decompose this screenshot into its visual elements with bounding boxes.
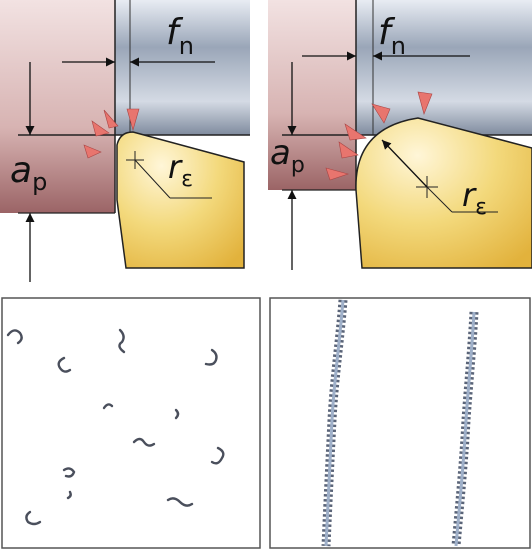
workpiece-block bbox=[0, 0, 115, 213]
depth-label: ap bbox=[10, 150, 47, 196]
chip bbox=[174, 408, 180, 420]
radius-pointer bbox=[381, 139, 428, 188]
chip bbox=[6, 329, 23, 345]
photo-helical-chips bbox=[269, 297, 531, 549]
chip bbox=[62, 467, 76, 478]
pressure-arrow bbox=[417, 91, 433, 115]
radius-label: rε bbox=[168, 148, 193, 192]
pressure-arrow bbox=[103, 109, 119, 129]
photo-frame bbox=[269, 297, 531, 549]
radius-leader bbox=[426, 186, 453, 213]
workpiece-block bbox=[268, 0, 356, 190]
pressure-arrow bbox=[83, 144, 102, 159]
pressure-arrow bbox=[325, 167, 350, 181]
chip bbox=[204, 348, 218, 366]
pressure-arrow bbox=[344, 123, 367, 141]
photo-frame bbox=[1, 297, 261, 549]
pressure-arrow bbox=[371, 103, 391, 124]
depth-label: ap bbox=[270, 133, 305, 178]
photo-broken-chips bbox=[1, 297, 261, 549]
helical-chip-right-core bbox=[454, 311, 476, 547]
panel-small-nose-radius: fn ap rε bbox=[0, 0, 250, 282]
chip bbox=[132, 437, 156, 447]
pressure-arrow bbox=[338, 141, 359, 159]
radius-leader bbox=[134, 159, 171, 199]
cutting-insert bbox=[116, 131, 245, 269]
chip bbox=[210, 446, 225, 465]
pressure-arrow bbox=[126, 108, 140, 132]
chip bbox=[166, 497, 194, 507]
chip bbox=[57, 356, 72, 373]
chip bbox=[25, 510, 42, 526]
chip bbox=[118, 328, 126, 354]
chip bbox=[102, 403, 114, 410]
pressure-arrow bbox=[91, 120, 110, 137]
chip bbox=[66, 490, 72, 500]
helical-chip-left-core bbox=[324, 299, 345, 547]
cutting-insert bbox=[355, 117, 532, 269]
panel-large-nose-radius: fn ap rε bbox=[268, 0, 532, 270]
radius-label: rε bbox=[462, 176, 487, 220]
